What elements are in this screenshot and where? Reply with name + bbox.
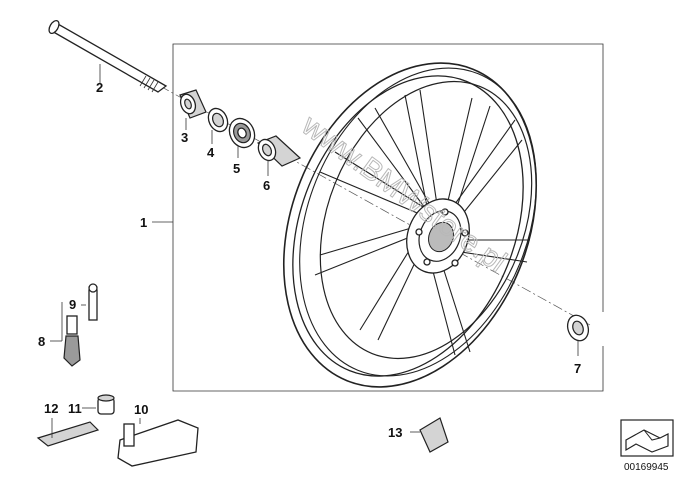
folder-arrow-icon[interactable] (620, 419, 674, 457)
spacer-sleeve-part[interactable] (178, 89, 207, 119)
axle-part[interactable] (47, 19, 168, 93)
seal-part[interactable] (564, 312, 592, 343)
valve-core-part[interactable] (88, 283, 98, 321)
valve-part[interactable] (63, 315, 81, 367)
callout-10: 10 (134, 402, 148, 417)
callout-8: 8 (38, 334, 45, 349)
callout-12: 12 (44, 401, 58, 416)
callout-6: 6 (263, 178, 270, 193)
callout-3: 3 (181, 130, 188, 145)
callout-5: 5 (233, 161, 240, 176)
reference-number: 00169945 (624, 462, 669, 473)
callout-9: 9 (69, 297, 76, 312)
callout-4: 4 (207, 145, 215, 160)
weight-strip-part[interactable] (36, 421, 100, 447)
callout-2: 2 (96, 80, 103, 95)
callout-13: 13 (388, 425, 402, 440)
callout-1: 1 (140, 215, 147, 230)
bushing-part[interactable] (255, 135, 302, 167)
assembly-frame (172, 43, 604, 312)
callout-11: 11 (68, 401, 82, 416)
leader-lines (50, 64, 579, 438)
valve-tool-part[interactable] (117, 419, 199, 467)
ring-part[interactable] (205, 105, 231, 134)
balance-weight-part[interactable] (419, 417, 449, 453)
valve-cap-part[interactable] (97, 394, 115, 415)
front-wheel-part[interactable] (238, 25, 583, 425)
bearing-part[interactable] (225, 114, 259, 151)
callout-7: 7 (574, 361, 581, 376)
assembly-frame-lower (172, 70, 604, 392)
